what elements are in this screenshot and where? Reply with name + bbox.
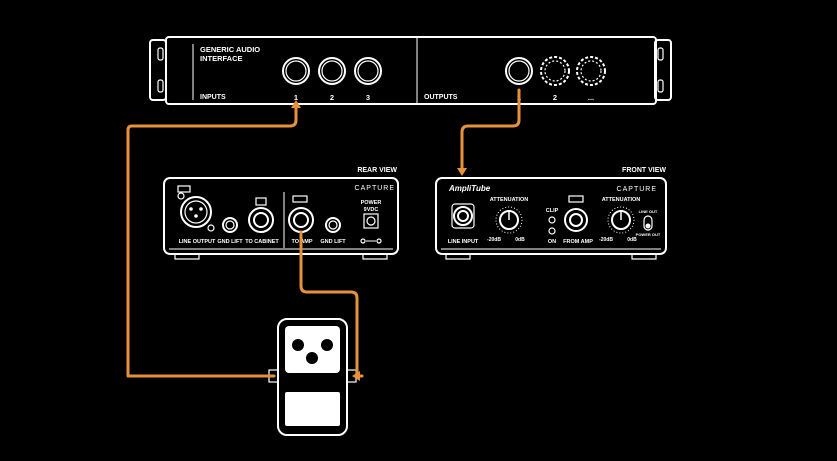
on-label: ON xyxy=(548,239,556,245)
cable-to-amp-to-pedal xyxy=(299,230,364,378)
line-output-label: LINE OUTPUT xyxy=(179,239,216,245)
from-amp-label: FROM AMP xyxy=(563,239,593,245)
att2-max-label: 0dB xyxy=(627,237,637,243)
audio-interface: GENERIC AUDIO INTERFACE INPUTS OUTPUTS 1… xyxy=(149,36,672,105)
pedal-body xyxy=(277,318,348,436)
clip-led xyxy=(548,216,556,224)
cables xyxy=(126,88,521,381)
gnd-lift-label-2: GND LIFT xyxy=(320,239,346,245)
polarity-icon xyxy=(360,238,382,244)
input-number-2: 2 xyxy=(330,93,334,102)
output-jack-2[interactable] xyxy=(540,56,570,86)
amplitube-logo: AmpliTube xyxy=(448,184,491,193)
gnd-lift-label-1: GND LIFT xyxy=(217,239,243,245)
clip-label: CLIP xyxy=(546,208,559,214)
on-led xyxy=(548,227,556,235)
arrow-line-input xyxy=(457,168,467,176)
power-jack[interactable] xyxy=(363,213,379,229)
power-volt-label: 9VDC xyxy=(364,207,379,213)
rear-unit-body xyxy=(163,177,399,255)
arrow-input-1 xyxy=(291,100,301,108)
interface-title-1: GENERIC AUDIO xyxy=(200,45,260,54)
front-unit-body xyxy=(435,177,667,255)
output-number-2: 2 xyxy=(553,93,557,102)
gnd-lift-switch-1[interactable] xyxy=(222,217,238,233)
att1-min-label: -20dB xyxy=(487,237,501,243)
pedal-knob-2[interactable] xyxy=(321,339,333,351)
input-jack-2[interactable] xyxy=(318,57,346,85)
xlr-output-jack[interactable] xyxy=(177,192,215,232)
output-jack-more[interactable] xyxy=(576,56,606,86)
rear-logo-icon xyxy=(177,185,191,193)
attenuation-label-2: ATTENUATION xyxy=(602,197,641,203)
interface-title-2: INTERFACE xyxy=(200,54,243,63)
gnd-lift-switch-2[interactable] xyxy=(325,217,341,233)
input-number-1: 1 xyxy=(294,93,298,102)
input-jack-1[interactable] xyxy=(282,57,310,85)
power-label: POWER xyxy=(361,200,382,206)
to-cabinet-jack[interactable] xyxy=(248,197,274,233)
cable-output-1-to-line-input xyxy=(460,88,521,172)
outputs-label: OUTPUTS xyxy=(424,94,458,101)
line-input-jack[interactable] xyxy=(451,203,475,229)
output-jack-1[interactable] xyxy=(505,57,533,85)
input-number-3: 3 xyxy=(366,93,370,102)
rear-brand: CAPTURE xyxy=(355,185,395,192)
from-amp-jack[interactable] xyxy=(564,208,588,232)
front-view-label: FRONT VIEW xyxy=(622,167,666,174)
capture-rear-unit: REAR VIEW CAPTURE LINE OUTPUT GND LIFT xyxy=(163,167,399,260)
pedal-knob-3[interactable] xyxy=(306,352,318,364)
att2-min-label: -20dB xyxy=(599,237,613,243)
att1-max-label: 0dB xyxy=(515,237,525,243)
rear-view-label: REAR VIEW xyxy=(357,167,397,174)
amp-icon xyxy=(292,195,308,203)
attenuation-knob-2[interactable] xyxy=(607,206,635,234)
interface-body xyxy=(165,36,657,105)
output-mode-switch[interactable] xyxy=(643,215,653,231)
power-out-label: POWER OUT xyxy=(636,232,661,237)
to-amp-jack[interactable] xyxy=(288,207,314,233)
output-number-more: ... xyxy=(588,93,594,102)
attenuation-label-1: ATTENUATION xyxy=(490,197,529,203)
cable-pedal-to-input-1 xyxy=(126,104,298,378)
pedal-knob-panel xyxy=(285,326,340,373)
pedal-footswitch[interactable] xyxy=(285,392,340,426)
line-out-label: LINE OUT xyxy=(639,209,658,214)
capture-front-unit: FRONT VIEW AmpliTube CAPTURE LINE INPUT … xyxy=(435,167,667,260)
arrow-pedal-input xyxy=(352,371,360,381)
amp-icon-front xyxy=(568,195,584,203)
front-brand: CAPTURE xyxy=(617,186,657,193)
pedal-knob-1[interactable] xyxy=(292,339,304,351)
attenuation-knob-1[interactable] xyxy=(495,206,523,234)
to-cabinet-label: TO CABINET xyxy=(245,239,279,245)
input-jack-3[interactable] xyxy=(354,57,382,85)
line-input-label: LINE INPUT xyxy=(448,239,479,245)
effects-pedal xyxy=(268,318,357,436)
inputs-label: INPUTS xyxy=(200,94,226,101)
